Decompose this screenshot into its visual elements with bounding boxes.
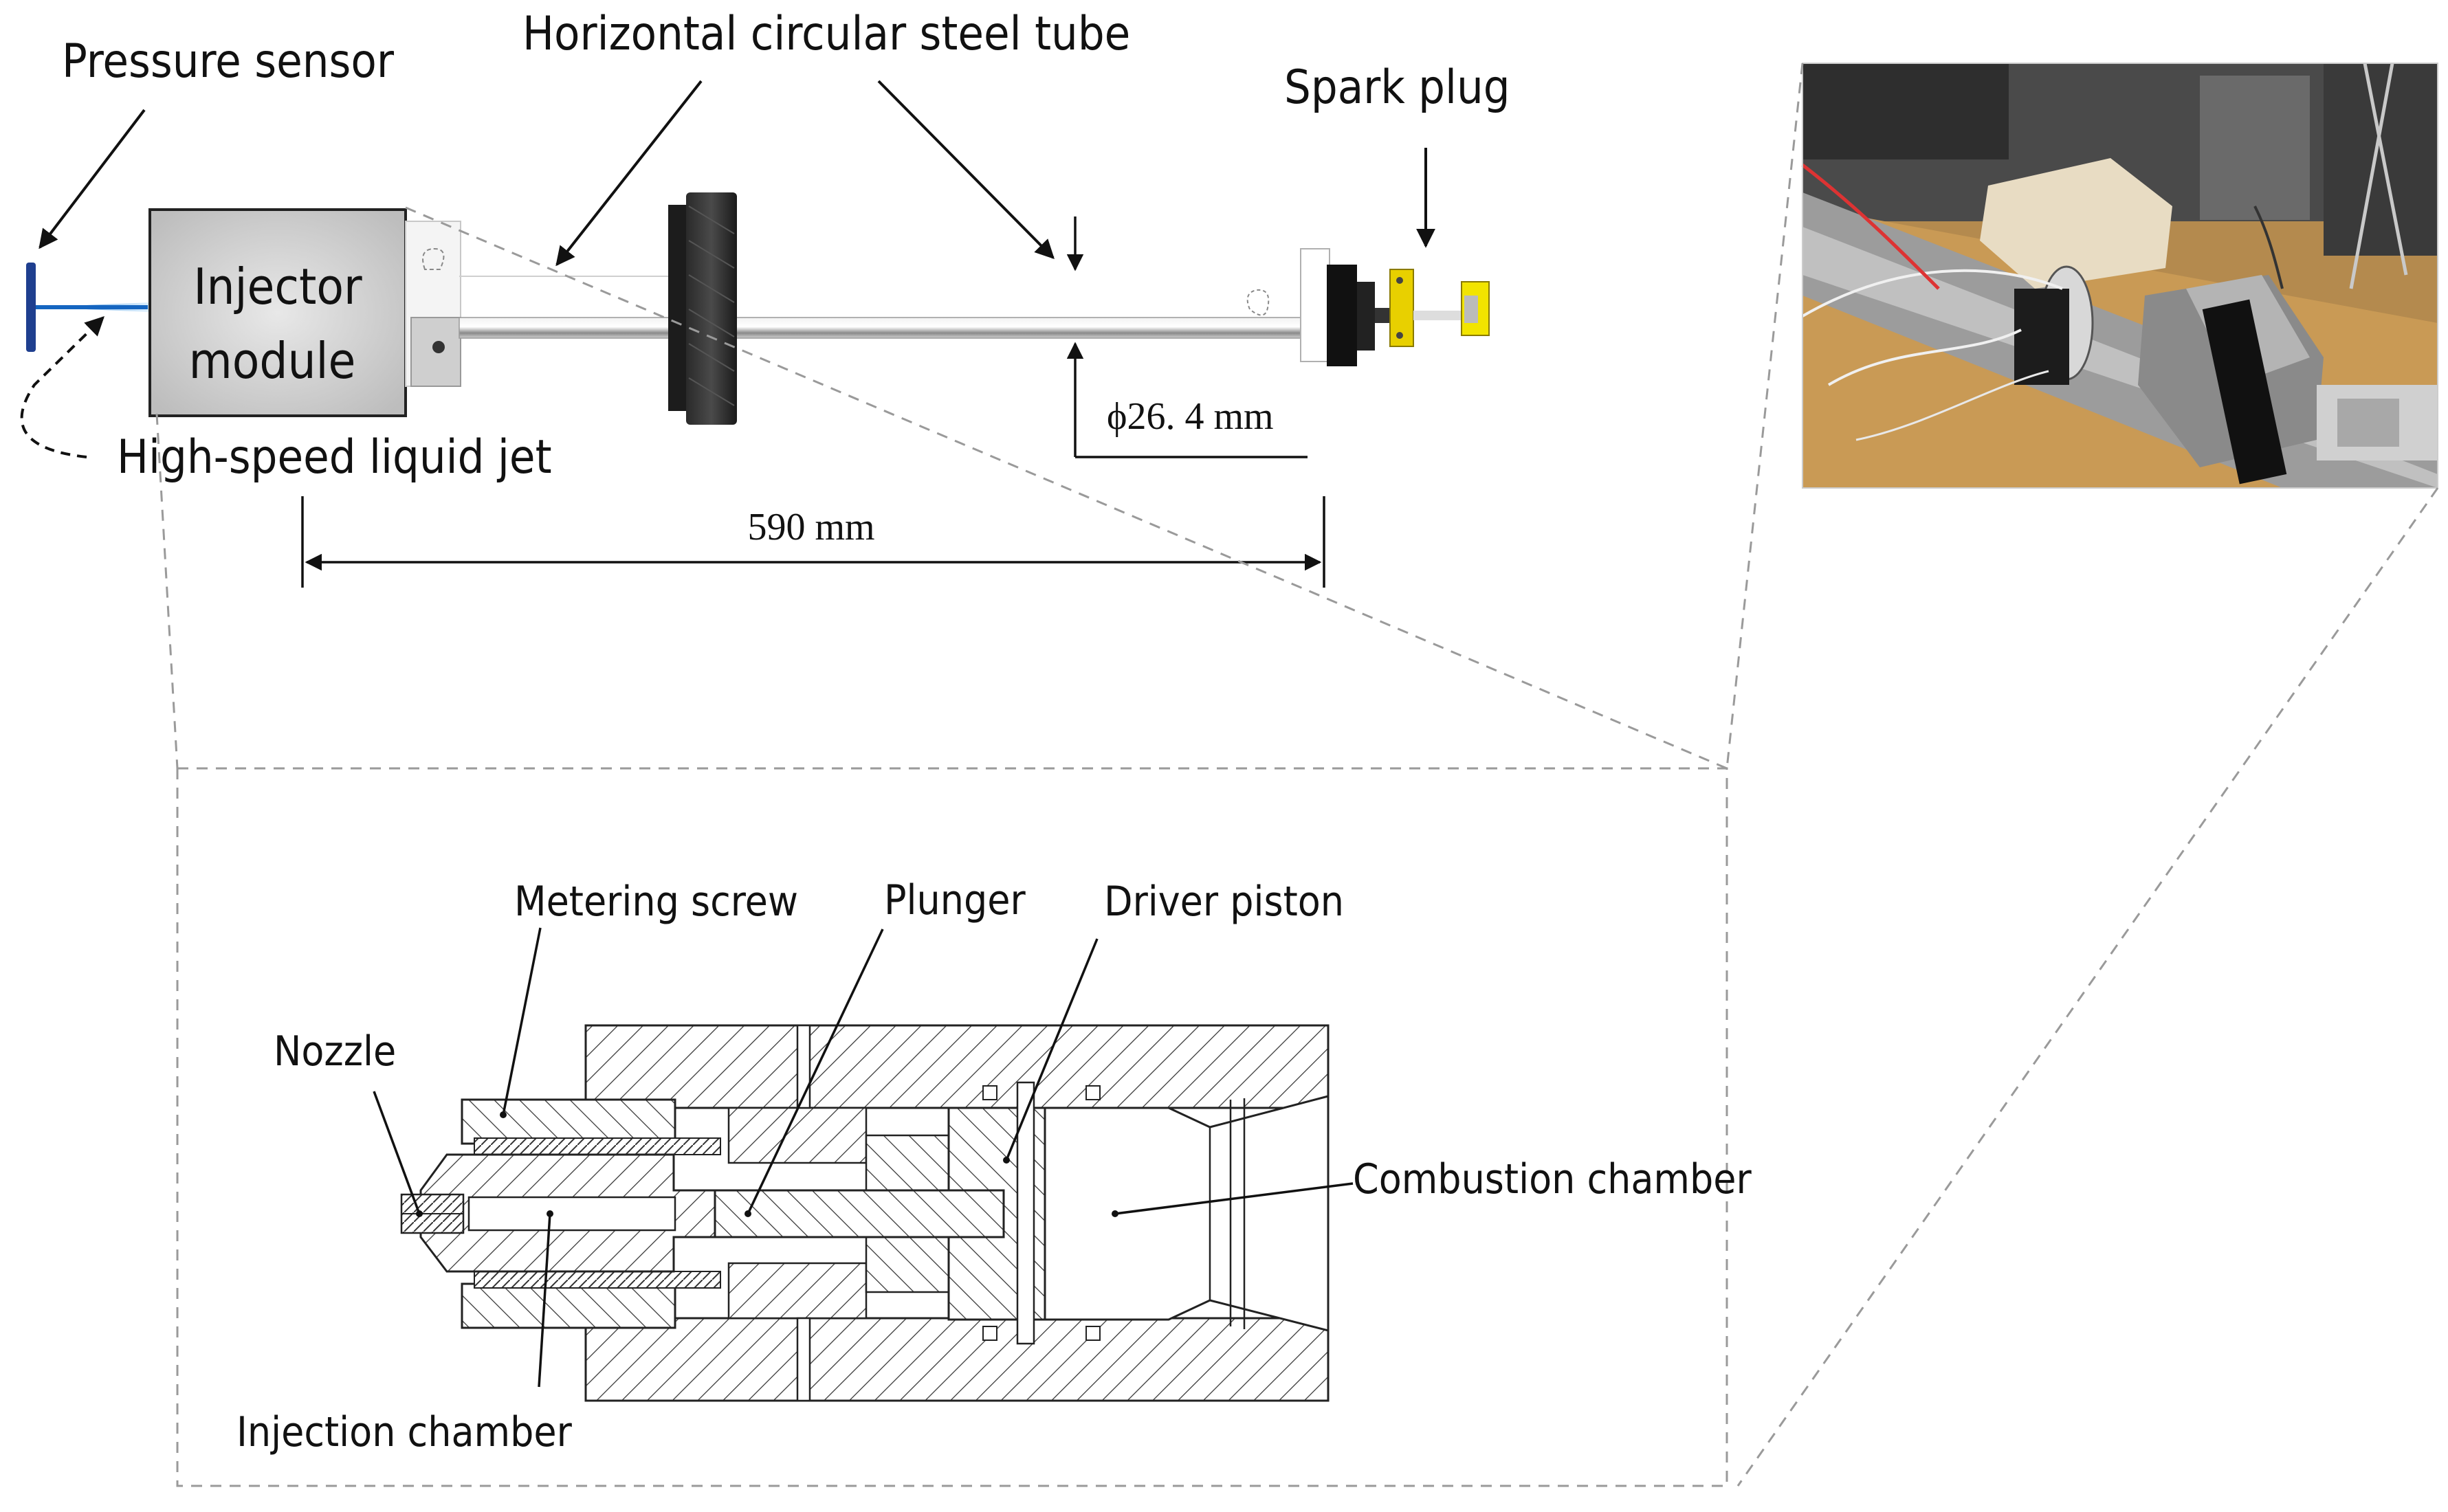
experiment-photo bbox=[1801, 63, 2438, 489]
tube-flange bbox=[668, 192, 737, 425]
injector-cross-section: Metering screw Plunger Driver piston Noz… bbox=[236, 876, 1752, 1456]
injector-module bbox=[148, 208, 407, 417]
injector-label-line1: Injector bbox=[193, 258, 362, 315]
top-assembly: Injector module bbox=[20, 7, 1510, 588]
length-label: 590 mm bbox=[747, 506, 874, 548]
spark-plug-label: Spark plug bbox=[1284, 60, 1510, 115]
spark-plug-assembly bbox=[1246, 248, 1490, 366]
zoom-connectors bbox=[155, 63, 2439, 1487]
liquid-jet-label: High-speed liquid jet bbox=[117, 430, 552, 485]
injector-coupling bbox=[405, 221, 461, 387]
injector-label-line2: module bbox=[189, 332, 356, 390]
pressure-sensor-arrow bbox=[38, 109, 146, 249]
pressure-sensor bbox=[26, 263, 36, 352]
steel-tube-arrow-right bbox=[877, 80, 1055, 259]
steel-tube bbox=[459, 317, 1323, 339]
nozzle-label: Nozzle bbox=[274, 1027, 396, 1076]
steel-tube-arrow-left bbox=[555, 80, 703, 267]
metering-screw-label: Metering screw bbox=[514, 878, 798, 926]
driver-piston-label: Driver piston bbox=[1104, 878, 1344, 926]
steel-tube-label: Horizontal circular steel tube bbox=[522, 7, 1130, 61]
plunger-label: Plunger bbox=[884, 876, 1026, 924]
diameter-dimension: ϕ26. 4 mm bbox=[1066, 216, 1308, 458]
combustion-chamber-label: Combustion chamber bbox=[1353, 1155, 1752, 1203]
detail-frame bbox=[176, 767, 1728, 1487]
length-dimension: 590 mm bbox=[301, 496, 1325, 588]
injection-chamber-label: Injection chamber bbox=[236, 1408, 573, 1456]
pressure-sensor-label: Pressure sensor bbox=[62, 34, 395, 89]
diameter-label: ϕ26. 4 mm bbox=[1107, 395, 1274, 438]
liquid-jet-arrow bbox=[20, 316, 104, 458]
